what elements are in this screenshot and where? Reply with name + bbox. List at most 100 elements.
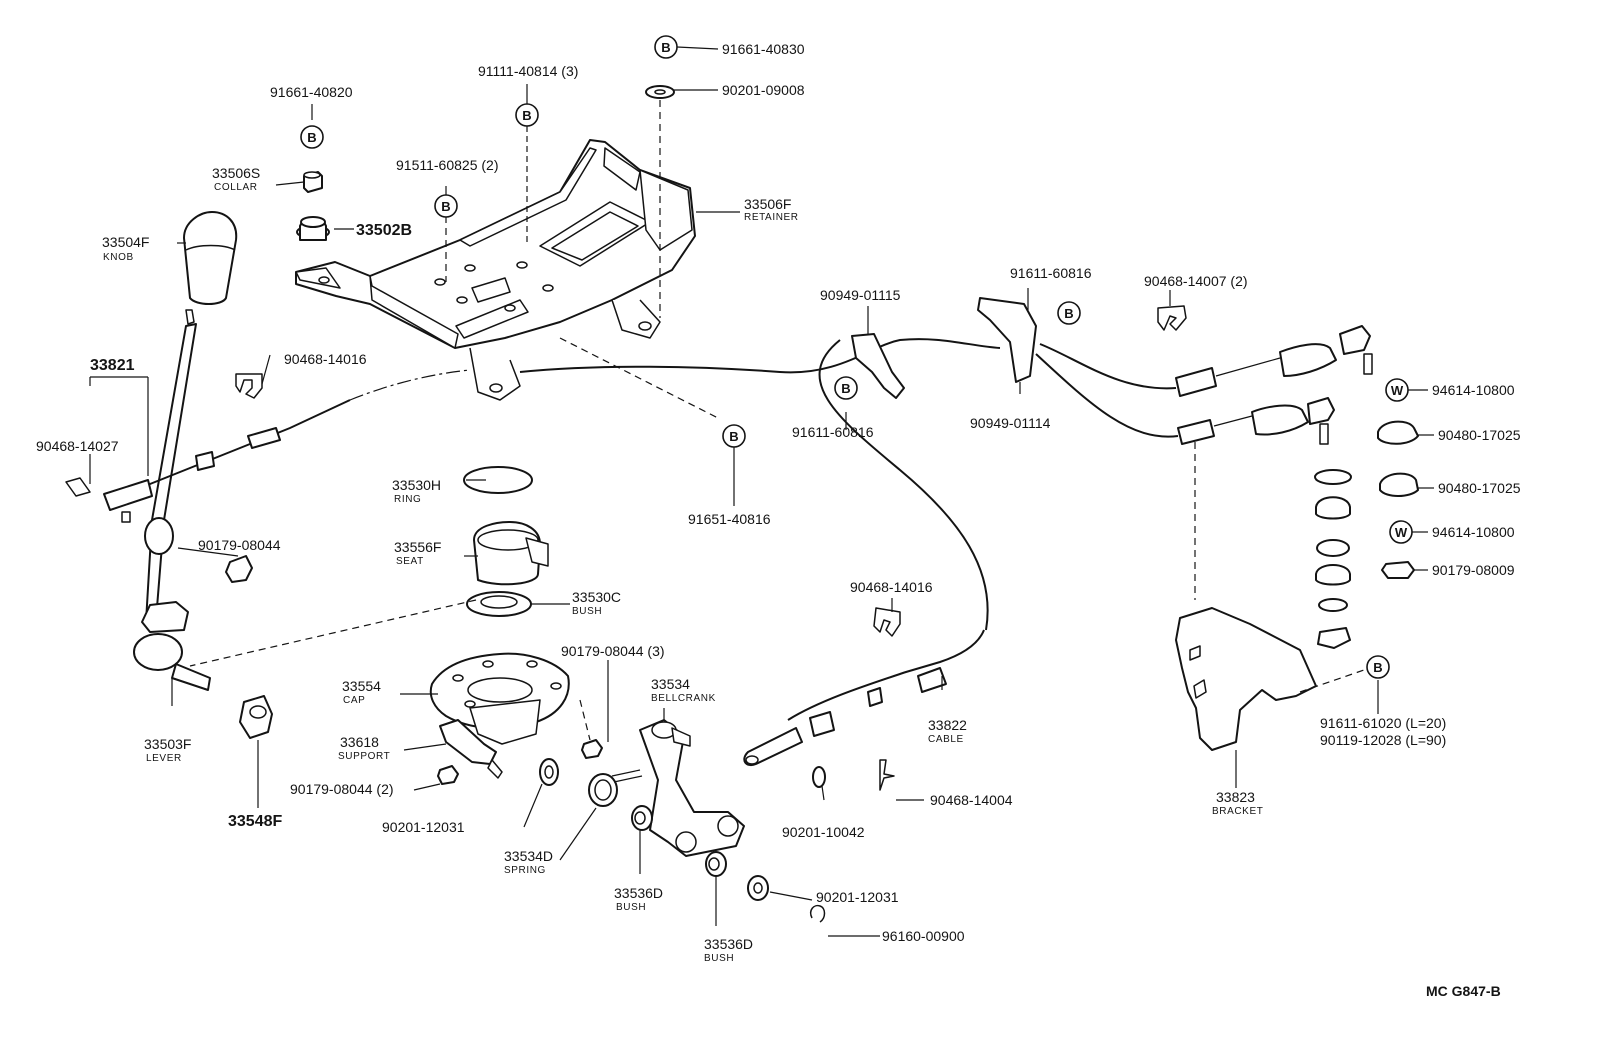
label-33823: 33823 xyxy=(1216,789,1255,805)
label-91661-40820: 91661-40820 xyxy=(270,84,353,100)
label-33534: 33534 xyxy=(651,676,690,692)
label-94614-10800-top: 94614-10800 xyxy=(1432,382,1515,398)
label-33556f: 33556F xyxy=(394,539,441,555)
nut-90179-08044-3-drawing xyxy=(581,739,603,759)
label-33530c: 33530C xyxy=(572,589,621,605)
label-33534d: 33534D xyxy=(504,848,553,864)
label-91611-60816-upper: 91611-60816 xyxy=(1010,265,1092,281)
circle-b-91661-40830: B xyxy=(654,35,678,59)
label-33548f: 33548F xyxy=(228,813,282,830)
label-90179-08044: 90179-08044 xyxy=(198,537,281,553)
label-94614-10800-bottom: 94614-10800 xyxy=(1432,524,1515,540)
label-91611-60816-lower: 91611-60816 xyxy=(792,424,874,440)
clip-90468-14027-drawing xyxy=(65,477,91,497)
label-90201-10042: 90201-10042 xyxy=(782,824,865,840)
circle-b-91611-60816-upper: B xyxy=(1057,301,1081,325)
label-33536d-lower: 33536D xyxy=(704,936,753,952)
svg-text:B: B xyxy=(441,199,450,214)
label-90179-08044-3: 90179-08044 (3) xyxy=(561,643,665,659)
label-90179-08009: 90179-08009 xyxy=(1432,562,1515,578)
label-33821: 33821 xyxy=(90,357,135,374)
svg-text:W: W xyxy=(1391,383,1404,398)
e-ring-drawing xyxy=(809,904,826,923)
label-90468-14004: 90468-14004 xyxy=(930,792,1013,808)
label-33822: 33822 xyxy=(928,717,967,733)
circle-b-91111-40814: B xyxy=(515,103,539,127)
desc-lever: LEVER xyxy=(146,753,182,764)
desc-spring: SPRING xyxy=(504,865,546,876)
label-33618: 33618 xyxy=(340,734,379,750)
svg-text:B: B xyxy=(1373,660,1382,675)
circle-b-91611-60816-lower: B xyxy=(834,376,858,400)
label-90468-14027: 90468-14027 xyxy=(36,438,119,454)
clip-90468-14016-mid-drawing xyxy=(873,607,901,637)
label-91661-40830: 91661-40830 xyxy=(722,41,805,57)
circle-w-94614-10800-top: W xyxy=(1385,378,1409,402)
label-90468-14016-mid: 90468-14016 xyxy=(850,579,933,595)
clip-90468-14004-drawing xyxy=(879,759,895,791)
svg-text:B: B xyxy=(841,381,850,396)
washer-stack-drawing xyxy=(1314,420,1419,649)
knob-drawing xyxy=(183,211,238,305)
shift-cables-right-drawing xyxy=(1035,325,1373,445)
label-90468-14007: 90468-14007 (2) xyxy=(1144,273,1248,289)
label-90949-01115: 90949-01115 xyxy=(820,287,901,303)
svg-text:B: B xyxy=(1064,306,1073,321)
desc-seat: SEAT xyxy=(396,556,424,567)
label-91611-61020: 91611-61020 (L=20) xyxy=(1320,715,1446,731)
label-91111-40814: 91111-40814 (3) xyxy=(478,63,578,79)
desc-ring: RING xyxy=(394,494,421,505)
label-91511-60825: 91511-60825 (2) xyxy=(396,157,498,173)
svg-text:B: B xyxy=(729,429,738,444)
bush-33530c-drawing xyxy=(466,591,532,617)
bushing-33548f-drawing xyxy=(239,695,273,739)
circle-b-91511-60825: B xyxy=(434,194,458,218)
circle-w-94614-10800-bottom: W xyxy=(1389,520,1413,544)
label-90119-12028: 90119-12028 (L=90) xyxy=(1320,732,1446,748)
desc-retainer: RETAINER xyxy=(744,212,799,223)
label-91651-40816: 91651-40816 xyxy=(688,511,771,527)
desc-support: SUPPORT xyxy=(338,751,390,762)
clip-90468-14007-drawing xyxy=(1157,305,1187,331)
desc-cap: CAP xyxy=(343,695,365,706)
desc-bush-33530c: BUSH xyxy=(572,606,602,617)
label-33504f: 33504F xyxy=(102,234,149,250)
desc-collar: COLLAR xyxy=(214,182,258,193)
label-90201-09008: 90201-09008 xyxy=(722,82,805,98)
spring-drawing xyxy=(588,769,643,807)
circle-b-91661-40820: B xyxy=(300,125,324,149)
label-33536d-upper: 33536D xyxy=(614,885,663,901)
nut-90179-08044-drawing xyxy=(225,555,253,583)
ring-drawing xyxy=(463,466,533,494)
bush-33536d-upper-drawing xyxy=(631,805,653,831)
label-90179-08044-2: 90179-08044 (2) xyxy=(290,781,394,797)
label-33506s: 33506S xyxy=(212,165,260,181)
desc-bellcrank: BELLCRANK xyxy=(651,693,716,704)
bushing-33502b-drawing xyxy=(296,216,330,241)
clamp-90949-01114-drawing xyxy=(977,297,1037,383)
leader-lines xyxy=(89,46,1434,937)
drawing-code: MC G847-B xyxy=(1426,983,1501,999)
clip-90468-14016-left-drawing xyxy=(235,373,263,399)
circle-markers: B B B B B B B W W B xyxy=(300,35,1413,679)
svg-text:B: B xyxy=(522,108,531,123)
seat-drawing xyxy=(473,521,549,586)
retainer-drawing xyxy=(295,139,696,401)
label-33502b: 33502B xyxy=(356,222,412,239)
circle-b-91651-40816: B xyxy=(722,424,746,448)
label-33530h: 33530H xyxy=(392,477,441,493)
part-labels: 91661-40820 33506S COLLAR 33502B 33504F … xyxy=(36,41,1521,999)
cap-drawing xyxy=(429,652,570,745)
desc-bracket: BRACKET xyxy=(1212,806,1263,817)
label-33506f: 33506F xyxy=(744,196,791,212)
desc-knob: KNOB xyxy=(103,252,134,263)
lever-drawing xyxy=(133,309,211,691)
part-drawings xyxy=(65,139,1419,923)
svg-text:W: W xyxy=(1395,525,1408,540)
label-90949-01114: 90949-01114 xyxy=(970,415,1051,431)
label-90480-17025-mid: 90480-17025 xyxy=(1438,480,1521,496)
grommet-90480-mid-drawing xyxy=(1379,472,1419,497)
bush-33536d-lower-drawing xyxy=(705,851,727,877)
desc-bush-33536d-upper: BUSH xyxy=(616,902,646,913)
desc-cable: CABLE xyxy=(928,734,964,745)
